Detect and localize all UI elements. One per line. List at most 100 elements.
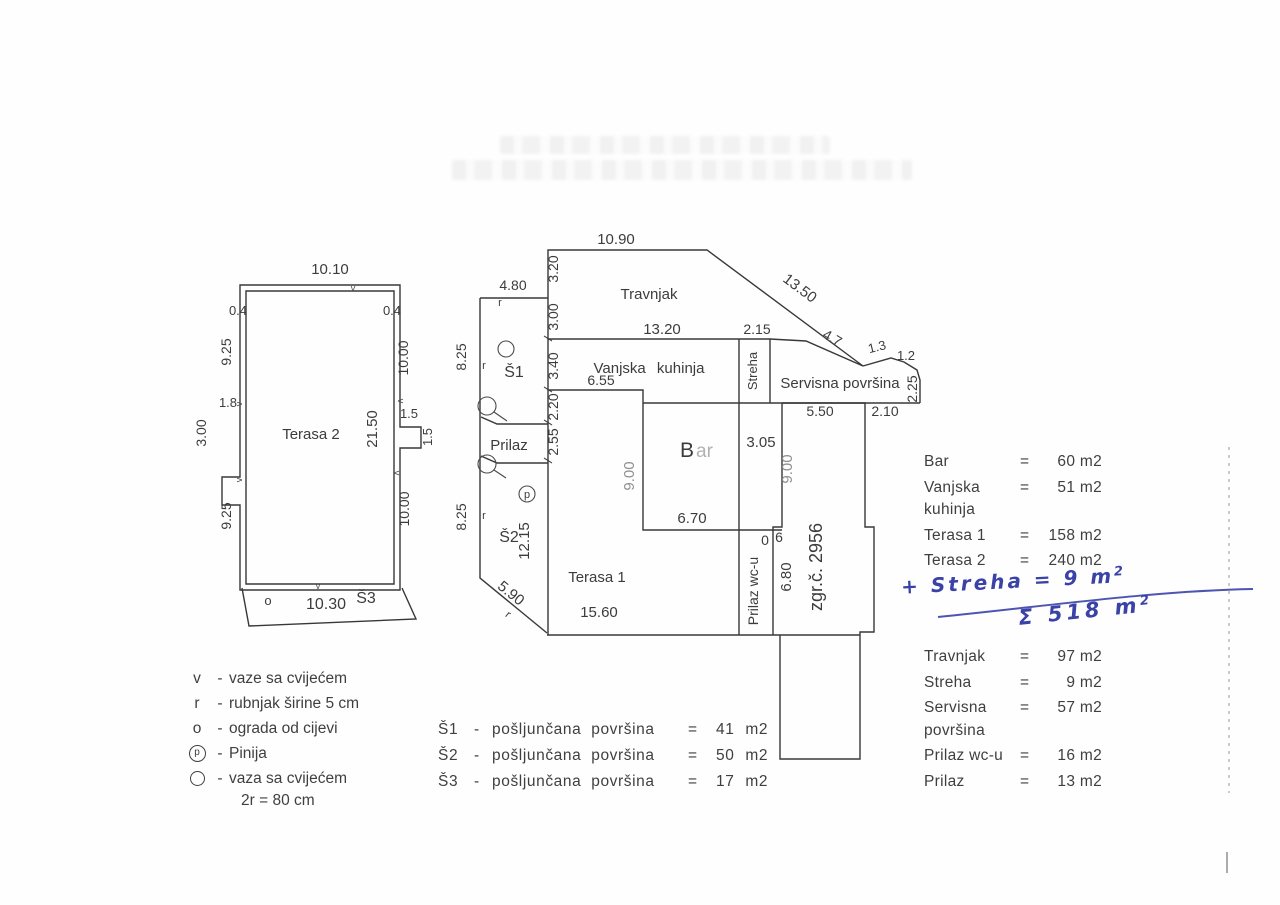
area-label: Bar [924,453,950,470]
area-label: Terasa 1 [924,526,986,544]
table-row: Prilaz wc-u = 16 m2 [924,745,1102,768]
table-row: Š2 - pošljunčana površina = 50 m2 [438,747,769,764]
area-label-s1: Š1 [504,362,524,381]
table-row: Bar = 60 m2 [924,451,1102,474]
area-value: 9 m2 [1066,673,1102,691]
svg-text:v: v [234,477,244,482]
svg-text:v: v [396,399,406,404]
vase-circle [497,340,515,358]
dim-s2-height: 8.25 [453,503,469,530]
table-row: Travnjak = 97 m2 [924,646,1102,669]
legend-text-rubnjak: rubnjak širine 5 cm [229,694,360,712]
dim-servisna-right: 2.25 [904,375,920,402]
pinija-circle [518,485,536,503]
dim-pillar-width: 1.5 [400,406,418,421]
gravel-surfaces-table: Š1 - pošljunčana površina = 41 m2 Š2 - p… [438,717,768,795]
table-row: Servisna površina = 57 m2 [924,697,1102,742]
dim-bar-900: 9.00 [621,461,638,490]
legend-dash: - [217,669,223,687]
dim-terasa2-left-upper: 9.25 [218,338,234,365]
area-value: 13 m2 [1057,772,1102,790]
legend-text-pinija: Pinija [229,744,267,762]
table-row: Prilaz = 13 m2 [924,771,1102,794]
svg-text:v: v [234,401,244,406]
dim-notch-width: 1.8 [219,395,237,410]
dim-col-340: 3.40 [545,352,561,379]
legend-dash: - [217,719,223,737]
legend-row-vaza: - vaza sa cvijećem [183,766,433,791]
room-label-bar-suffix: ar [696,441,714,462]
surface-code: Š2 [438,747,459,764]
table-row: Terasa 1 = 158 m2 [924,525,1102,548]
dim-s1-top: 4.80 [499,277,526,293]
dim-col-255: 2.55 [545,428,561,455]
dim-notch-height: 3.00 [193,419,209,446]
dim-bar-305: 3.05 [746,434,775,451]
table-row: Š3 - pošljunčana površina = 17 m2 [438,773,769,790]
dim-step-0: 0 [761,532,769,548]
area-value: 60 m2 [1057,453,1102,470]
area-label-s2: Š2 [499,527,519,546]
mark-rubnjak: r [482,510,486,522]
room-label-terasa1: Terasa 1 [568,569,626,586]
mark-rubnjak: r [498,297,502,309]
area-value: 57 m2 [1057,699,1102,716]
area-label: Prilaz wc-u [924,747,1004,764]
dim-wall-right: 0.4 [383,303,401,318]
area-value: 158 m2 [1048,526,1102,544]
dim-s3-bottom: 10.30 [306,596,346,613]
area-label: Servisna površina [924,699,987,739]
mark-rubnjak: r [482,360,486,372]
dim-vk-top: 13.20 [643,321,681,338]
legend-symbol-r: r [194,694,200,712]
room-label-vanjska-kuhinja: Vanjska kuhinja [594,360,706,377]
dim-terasa2-left-lower: 9.25 [218,502,234,529]
room-label-streha: Streha [745,351,760,390]
pinija-letter: p [524,489,530,501]
dim-kink-13: 1.3 [866,337,887,356]
mark-ograda: o [264,593,271,608]
svg-text:v: v [351,283,356,293]
building-label-zgr-2956: zgr.č. 2956 [806,523,826,611]
legend-dash: - [217,744,223,762]
surface-desc: pošljunčana površina [492,721,655,738]
dim-s2-590: 5.90 [494,578,527,610]
dim-wall-left: 0.4 [229,303,247,318]
surface-area: 17 m2 [716,773,769,790]
dim-step-6: 6 [775,529,783,545]
table-row: Streha = 9 m2 [924,672,1102,695]
legend-row-pinija: p - Pinija [183,741,433,766]
erased-title-line-1 [500,136,830,154]
room-label-bar: B [680,439,694,462]
legend: v - vaze sa cvijećem r - rubnjak širine … [183,666,433,810]
room-label-prilaz: Prilaz [490,437,528,454]
dim-s1-height: 8.25 [453,343,469,370]
table-row: Š1 - pošljunčana površina = 41 m2 [438,721,769,738]
dim-bar-670: 6.70 [677,510,706,527]
dim-col-220: 2.20 [545,393,561,420]
area-value: 16 m2 [1057,747,1102,764]
dim-wc-680: 6.80 [778,562,795,591]
dim-zgr-550: 5.50 [806,403,833,419]
legend-text-vaze: vaze sa cvijećem [229,669,348,687]
dim-vk-655: 6.55 [587,372,614,388]
area-table-bottom: Travnjak = 97 m2 Streha = 9 m2 Servisna … [924,646,1102,796]
legend-text-ograda: ograda od cijevi [229,719,338,737]
circle-icon [189,770,205,786]
mark-rubnjak: r [503,609,514,621]
area-label: Streha [924,673,972,691]
surface-code: Š1 [438,721,459,738]
svg-text:v: v [316,581,321,591]
vase-symbols: p [477,340,536,503]
dim-zgr-210: 2.10 [871,403,898,419]
dim-s2-1215: 12.15 [516,522,533,560]
legend-dash: - [217,694,223,712]
vase-circle [477,396,497,416]
superscript-2: 2 [1139,593,1150,610]
area-label: Prilaz [924,772,965,790]
area-table-top: Bar = 60 m2 Vanjska kuhinja = 51 m2 Tera… [924,451,1102,576]
legend-vaza-size: 2r = 80 cm [241,792,315,809]
area-label: Terasa 2 [924,552,986,569]
